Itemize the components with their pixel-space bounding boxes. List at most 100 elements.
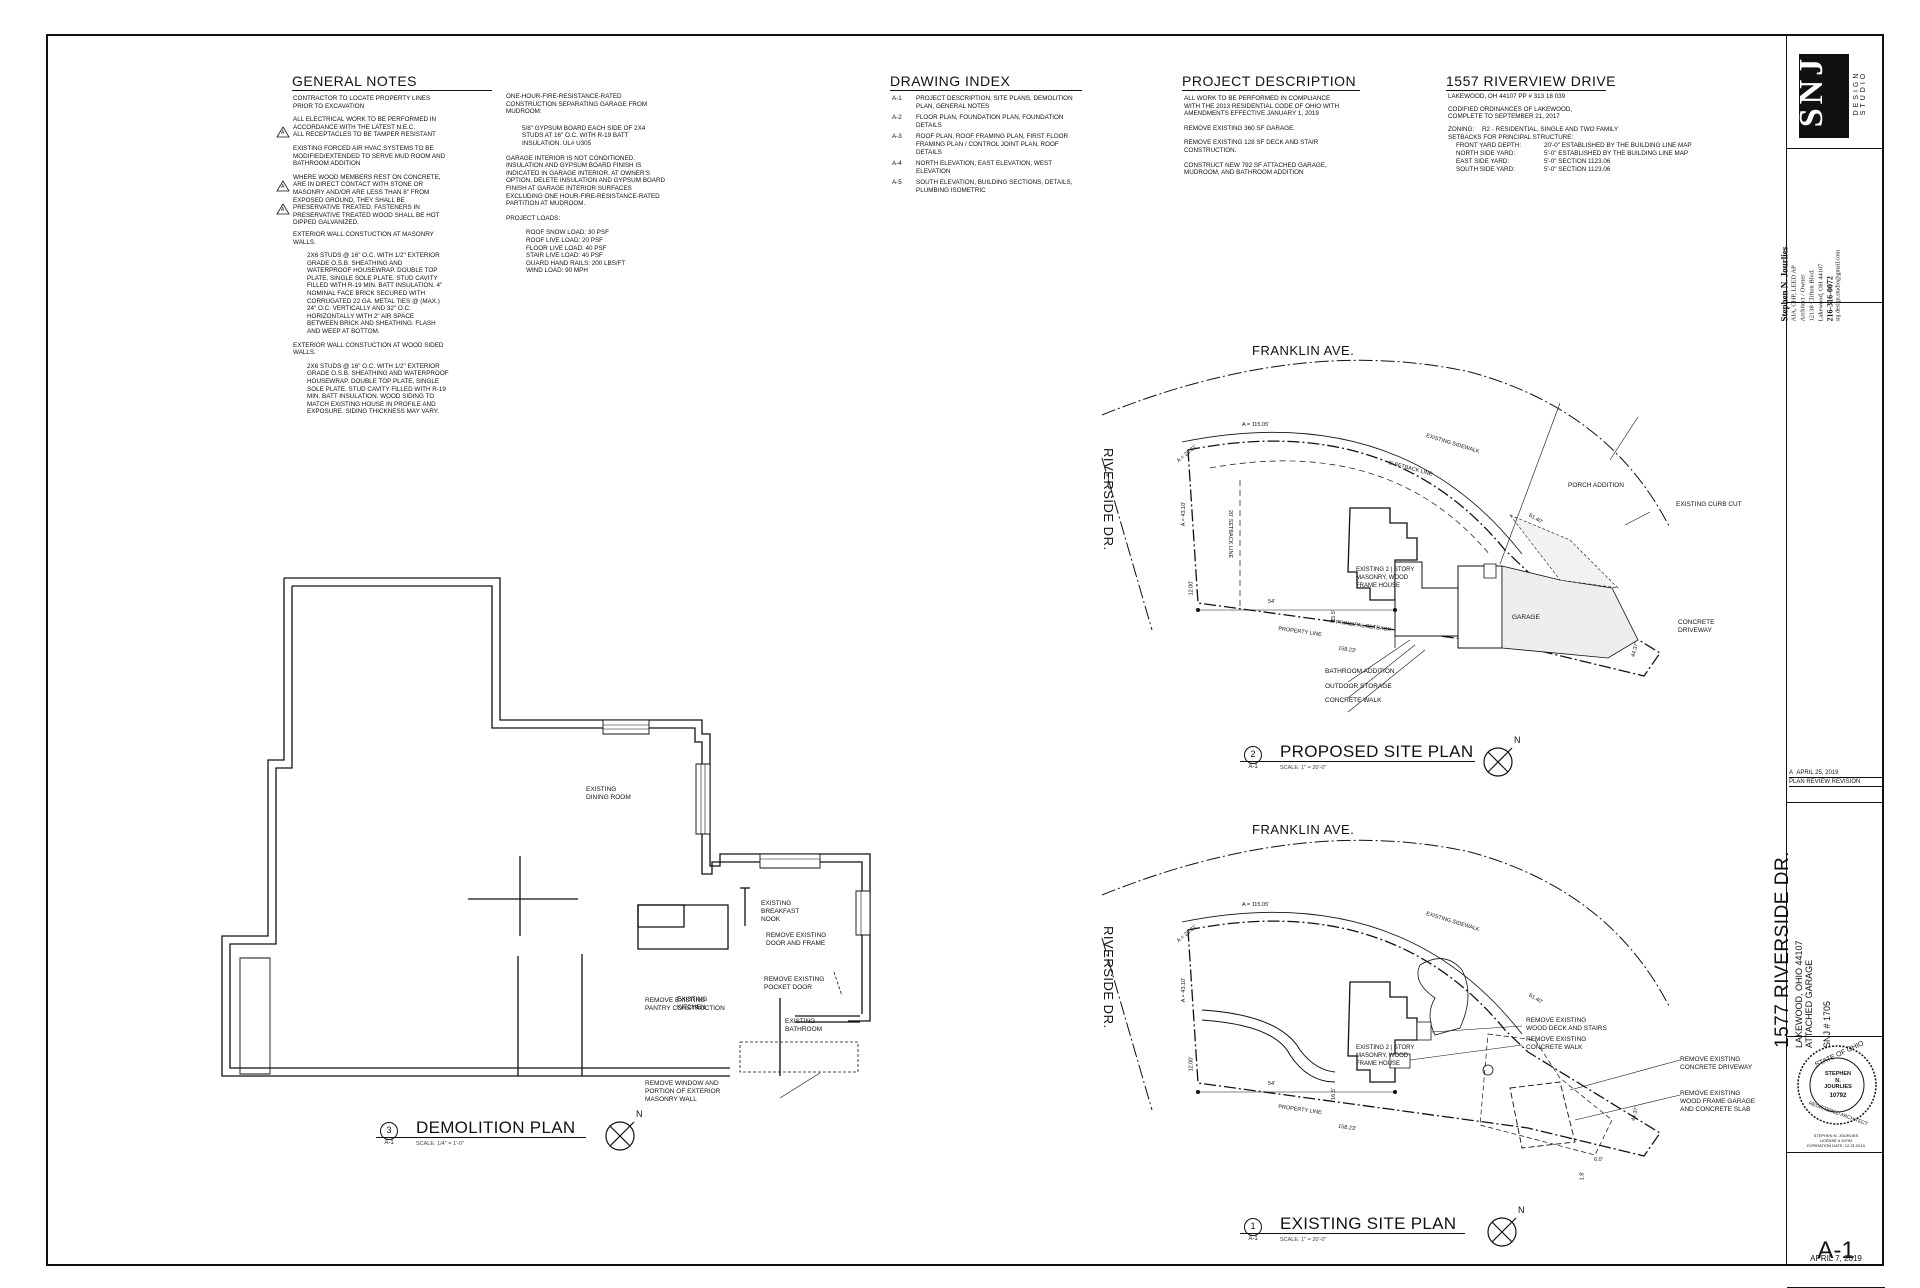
index-num: A-1: [892, 95, 902, 102]
sheet-cell: A-1: [1786, 1152, 1885, 1288]
revision-mark: A: [281, 184, 285, 190]
project-description-heading: PROJECT DESCRIPTION: [1182, 73, 1360, 91]
project-city: LAKEWOOD, OHIO 44107: [1794, 940, 1804, 1048]
note: EXTERIOR WALL CONSTUCTION AT MASONRY WAL…: [293, 230, 434, 246]
address-block: LAKEWOOD, OH 44107 PP # 313 18 039 CODIF…: [1448, 93, 1708, 174]
revision-description: PLAN REVIEW REVISION: [1789, 778, 1883, 787]
dimension: 16.5': [1330, 1088, 1337, 1100]
setback-value: 5'-0" SECTION 1123.06: [1544, 157, 1611, 165]
north-label: N: [1518, 1205, 1525, 1215]
general-notes-col1: CONTRACTOR TO LOCATE PROPERTY LINES PRIO…: [293, 95, 493, 416]
drawing-index-list: A-1 PROJECT DESCRIPTION, SITE PLANS, DEMO…: [892, 95, 1082, 199]
north-label: N: [636, 1109, 643, 1119]
title-underline: [376, 1137, 586, 1138]
plan-number-marker: 2: [1244, 746, 1262, 764]
bathroom-label: EXISTING BATHROOM: [785, 1018, 823, 1033]
revision-mark: A: [281, 130, 285, 136]
setback-row: EAST SIDE YARD:5'-0" SECTION 1123.06: [1448, 158, 1708, 166]
description-para: REMOVE EXISTING 128 SF DECK AND STAIR CO…: [1184, 139, 1319, 154]
revision-triangles: [276, 126, 290, 230]
porch-label: PORCH ADDITION: [1568, 482, 1624, 489]
remove-pocket-door-label: REMOVE EXISTING POCKET DOOR: [764, 976, 825, 991]
index-text: PROJECT DESCRIPTION, SITE PLANS, DEMOLIT…: [916, 95, 1073, 110]
snj-logo: SNJ: [1793, 54, 1830, 128]
dimension: A = 115.05': [1242, 902, 1270, 908]
setback-key: NORTH SIDE YARD:: [1456, 149, 1516, 157]
breakfast-nook-label: EXISTING BREAKFAST NOOK: [761, 900, 800, 923]
note: PROJECT LOADS:: [506, 214, 561, 222]
index-text: ROOF PLAN, ROOF FRAMING PLAN, FIRST FLOO…: [916, 133, 1069, 156]
dimension: 6.0': [1594, 1157, 1603, 1163]
project-job-number: SNJ # 1705: [1822, 1000, 1832, 1048]
revision-mark: A: [281, 207, 285, 213]
zoning-value: R2 - RESIDENTIAL, SINGLE AND TWO FAMILY: [1482, 125, 1619, 133]
setbacks-label: SETBACKS FOR PRINCIPAL STRUCTURE:: [1448, 133, 1574, 141]
general-notes-col2: ONE-HOUR-FIRE-RESISTANCE-RATED CONSTRUCT…: [506, 93, 706, 275]
dimension: 12.00': [1188, 1056, 1195, 1072]
north-label: N: [1514, 735, 1521, 745]
drawing-index-heading: DRAWING INDEX: [890, 73, 1082, 91]
index-num: A-5: [892, 179, 902, 187]
address-location: LAKEWOOD, OH 44107 PP # 313 18 039: [1448, 93, 1566, 100]
index-text: SOUTH ELEVATION, BUILDING SECTIONS, DETA…: [916, 179, 1073, 194]
setback-key: FRONT YARD DEPTH:: [1456, 141, 1522, 149]
architect-email: snj.design.studio@gmail.com: [1835, 250, 1842, 322]
north-arrow-icon: [1478, 740, 1522, 780]
curb-cut-label: EXISTING CURB CUT: [1676, 501, 1742, 508]
street-label-riverside: RIVERSIDE DR.: [1101, 926, 1116, 1029]
remove-driveway-label: REMOVE EXISTING CONCRETE DRIVEWAY: [1680, 1056, 1753, 1071]
setback-row: NORTH SIDE YARD: 5'-0" ESTABLISHED BY THE…: [1448, 150, 1708, 158]
index-row: A-5 SOUTH ELEVATION, BUILDING SECTIONS, D…: [892, 179, 1082, 194]
street-label-franklin: FRANKLIN AVE.: [1252, 822, 1355, 837]
architect-phone: 216-316-0072: [1825, 276, 1835, 322]
project-address: 1577 RIVERSIDE DR.: [1772, 851, 1793, 1048]
note: WHERE WOOD MEMBERS REST ON CONCRETE, ARE…: [293, 173, 441, 227]
address-heading: 1557 RIVERVIEW DRIVE: [1446, 73, 1617, 91]
kitchen-label: EXISTING KITCHEN: [677, 996, 708, 1011]
street-label-riverside: RIVERSIDE DR.: [1101, 448, 1116, 551]
sheet-number: A-1: [1817, 1237, 1855, 1264]
remove-pantry-label: REMOVE EXISTING PANTRY CONSTRUCTION: [645, 997, 725, 1012]
note: 2X6 STUDS @ 16" O.C. WITH 1/2" EXTERIOR …: [307, 252, 443, 336]
project-description: ALL WORK TO BE PERFORMED IN COMPLIANCE W…: [1184, 95, 1364, 177]
dining-room-label: EXISTING DINING ROOM: [586, 786, 631, 801]
remove-garage-label: REMOVE EXISTING WOOD FRAME GARAGE AND CO…: [1680, 1090, 1756, 1113]
dimension: 15.5': [1330, 610, 1337, 622]
driveway-label: CONCRETE DRIVEWAY: [1678, 619, 1715, 634]
description-para: REMOVE EXISTING 360 SF GARAGE.: [1184, 124, 1295, 132]
note: 5/8" GYPSUM BOARD EACH SIDE OF 2X4 STUDS…: [522, 124, 646, 147]
title-underline: [1240, 1233, 1465, 1234]
sheet-date: APRIL 7, 2019: [1810, 1254, 1862, 1263]
proposed-site-plan-title: PROPOSED SITE PLAN: [1280, 742, 1474, 761]
note: GARAGE INTERIOR IS NOT CONDITIONED. INSU…: [506, 154, 666, 208]
logo-cell: SNJ DESIGN STUDIO: [1786, 34, 1884, 148]
revision-entry: A APRIL 25, 2019 PLAN REVIEW REVISION: [1789, 769, 1883, 787]
dimension: A = 43.10': [1181, 977, 1188, 1003]
logo-block: [1799, 54, 1849, 138]
remove-window-label: REMOVE WINDOW AND PORTION OF EXTERIOR MA…: [645, 1080, 721, 1103]
seal-name: STEPHEN N. JOURLIES: [1824, 1071, 1852, 1090]
remove-deck-label: REMOVE EXISTING WOOD DECK AND STAIRS: [1526, 1017, 1607, 1032]
project-scope: ATTACHED GARAGE: [1804, 959, 1814, 1048]
note: 2X6 STUDS @ 16" O.C. WITH 1/2" EXTERIOR …: [307, 362, 449, 416]
seal-number: 10792: [1829, 1093, 1847, 1099]
house-label: EXISTING 2 | STORY MASONRY, WOOD FRAME H…: [1356, 1045, 1415, 1067]
house-label: EXISTING 2 | STORY MASONRY, WOOD FRAME H…: [1356, 567, 1415, 589]
bathroom-label: BATHROOM ADDITION: [1325, 668, 1395, 675]
title-underline: [1240, 761, 1475, 762]
title-block: SNJ DESIGN STUDIO Stephen N. Jourlies AI…: [1772, 34, 1885, 1288]
architect-credentials: AIA, CHP, LEED AP Architect / Owner: [1790, 265, 1807, 322]
note: EXTERIOR WALL CONSTUCTION AT WOOD SIDED …: [293, 341, 444, 357]
walk-label: CONCRETE WALK: [1325, 697, 1382, 704]
dimension: A = 43.10': [1181, 501, 1188, 527]
north-arrow-icon: [600, 1114, 644, 1154]
architect-name: Stephen N. Jourlies: [1779, 246, 1790, 322]
revision-date: APRIL 25, 2019: [1796, 770, 1839, 776]
code-reference: CODIFIED ORDINANCES OF LAKEWOOD, COMPLET…: [1448, 105, 1573, 121]
garage-label: GARAGE: [1512, 614, 1540, 621]
setback-value: 20'-0" ESTABLISHED BY THE BUILDING LINE …: [1544, 141, 1692, 149]
studio-label: DESIGN STUDIO: [1853, 70, 1867, 116]
setback-value: 5'-0" ESTABLISHED BY THE BUILDING LINE M…: [1544, 149, 1689, 157]
